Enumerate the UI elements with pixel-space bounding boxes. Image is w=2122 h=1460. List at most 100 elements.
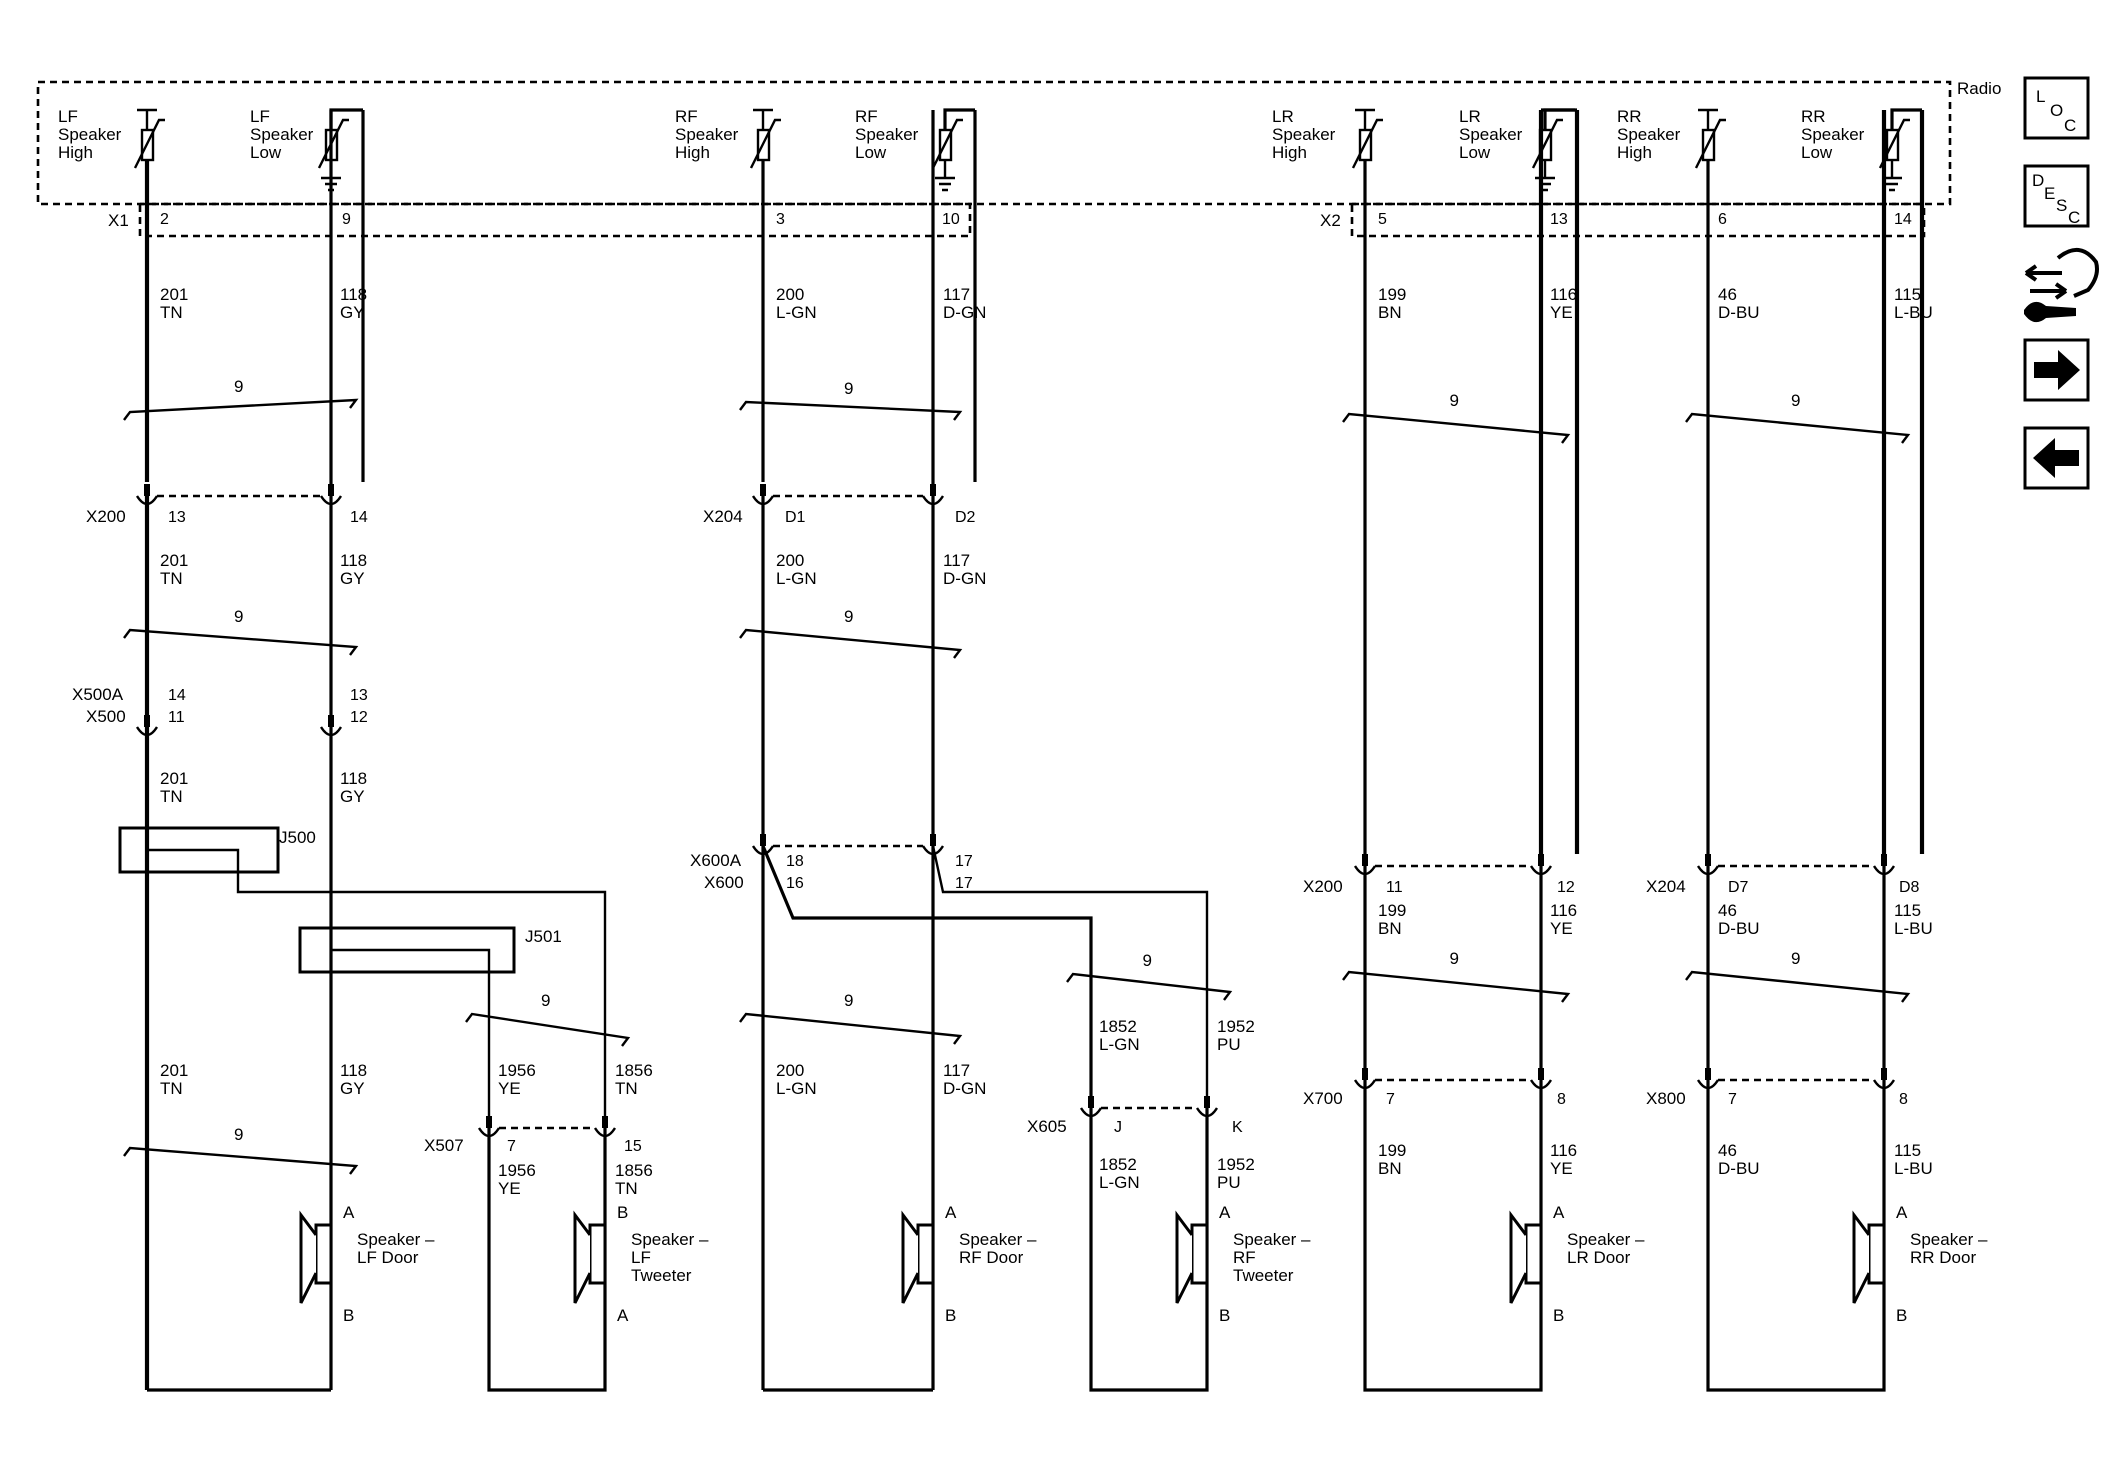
rr-door-loop	[1706, 866, 1886, 1392]
previous-arrow-icon[interactable]	[2023, 426, 2090, 490]
x2-connector-label: X2	[1320, 211, 1341, 230]
x204-rr-label: X204	[1646, 877, 1686, 896]
pin-x600-17: 17	[955, 875, 973, 892]
speaker-cone-icon	[1852, 1210, 1871, 1304]
wire-number: 116	[1550, 285, 1577, 304]
svg-text:E: E	[2044, 184, 2055, 203]
wire-number: 200	[776, 1061, 804, 1080]
terminal-pin	[760, 484, 766, 496]
variable-arrow-icon	[1694, 118, 1726, 169]
twisted-pair-marker: 9	[1066, 951, 1233, 1001]
wire-number: 1856	[615, 1061, 653, 1080]
speaker-magnet-icon	[1524, 1223, 1543, 1285]
pin-x200-13: 13	[168, 509, 186, 526]
wire-color: L-GN	[1099, 1035, 1140, 1054]
wire-number: 115	[1894, 1141, 1921, 1160]
reference-stub-icon	[753, 108, 773, 130]
twist-line	[1685, 970, 1911, 1003]
ground-icon	[935, 160, 955, 192]
pin-x500-11: 11	[168, 709, 185, 726]
wire-number: 1852	[1099, 1017, 1137, 1036]
variable-arrow-icon	[133, 118, 165, 169]
radio-channel-label: High	[1617, 143, 1652, 162]
x800-label: X800	[1646, 1089, 1686, 1108]
twist-line	[739, 400, 963, 421]
twist-count: 9	[1450, 391, 1459, 410]
speaker-pin-top: B	[617, 1203, 628, 1222]
radio-channel-label: LR	[1272, 107, 1294, 126]
twisted-pair-marker: 9	[1342, 949, 1571, 1003]
speaker-pin-top: A	[1553, 1203, 1565, 1222]
twisted-pair-marker: 9	[1342, 391, 1571, 444]
wire-number: 1956	[498, 1161, 536, 1180]
pin-x600a-18: 18	[786, 853, 804, 870]
wire-color: D-BU	[1718, 919, 1760, 938]
speaker-cone-icon	[1175, 1210, 1194, 1304]
connector-tool-icon[interactable]	[2024, 248, 2099, 323]
wire-number: 115	[1894, 285, 1921, 304]
speaker-name: Tweeter	[1233, 1266, 1294, 1285]
speaker-cone-icon	[299, 1210, 318, 1304]
variable-arrow-icon	[1878, 118, 1910, 169]
reference-stub-icon	[1355, 108, 1375, 130]
wire-label-w46: 46D-BU	[1718, 285, 1760, 322]
speaker-pin-bottom: B	[945, 1306, 956, 1325]
radio-label: Radio	[1957, 79, 2001, 98]
twist-line	[123, 1146, 359, 1175]
twist-line	[1066, 972, 1233, 1001]
radio-channel-label: High	[675, 143, 710, 162]
pin-x200-12: 12	[1557, 879, 1575, 896]
pin-x2-13: 13	[1550, 211, 1568, 228]
speaker-pin-bottom: B	[343, 1306, 354, 1325]
svg-text:L: L	[2036, 87, 2045, 106]
speaker-name: Tweeter	[631, 1266, 692, 1285]
wire-number: 118	[340, 769, 367, 788]
x1-connector-label: X1	[108, 211, 129, 230]
wire-labels: 201TN118GY200L-GN117D-GN199BN116YE46D-BU…	[160, 285, 1933, 1198]
speaker-cone-icon	[573, 1210, 592, 1304]
pin-x500-12: 12	[350, 709, 368, 726]
twisted-pair-marker: 9	[123, 1125, 359, 1175]
twisted-pair-marker: 9	[1685, 391, 1911, 444]
radio-output-lead	[943, 108, 975, 130]
wire-color: GY	[340, 569, 365, 588]
pin-x1-3: 3	[776, 211, 785, 228]
wire-color: YE	[1550, 1159, 1573, 1178]
pin-x600-16: 16	[786, 875, 804, 892]
reference-stub-icon	[1698, 108, 1718, 130]
wire-color: GY	[340, 303, 365, 322]
twist-count: 9	[234, 1125, 243, 1144]
desc-button[interactable]: D E S C	[2023, 164, 2090, 228]
wire-number: 201	[160, 769, 188, 788]
wire-number: 201	[160, 1061, 188, 1080]
radio-channel-label: LF	[58, 107, 78, 126]
loc-button[interactable]: L O C	[2023, 76, 2090, 140]
ground-icon	[1882, 160, 1902, 192]
radio-channel-label: Speaker	[1459, 125, 1523, 144]
twist-line	[123, 398, 359, 421]
wire-number: 1956	[498, 1061, 536, 1080]
radio-channel-label: RR	[1801, 107, 1826, 126]
next-arrow-icon[interactable]	[2023, 338, 2090, 402]
speaker-pin-top: A	[1219, 1203, 1231, 1222]
